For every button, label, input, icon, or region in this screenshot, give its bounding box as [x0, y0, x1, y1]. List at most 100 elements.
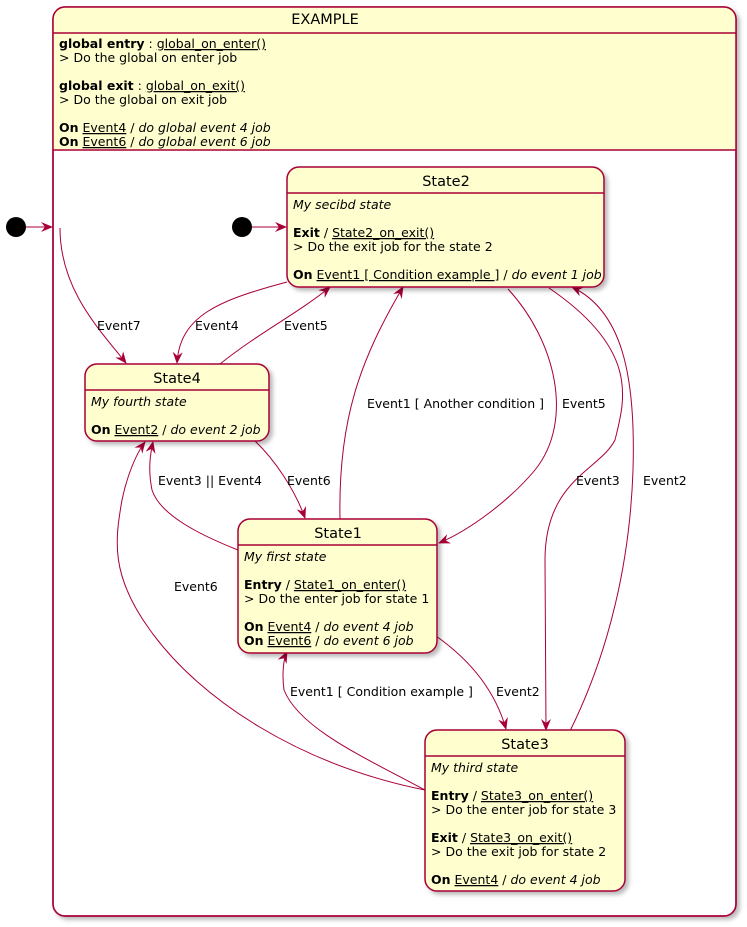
edge-state2-to-state1	[438, 288, 557, 544]
state1-on6-event: Event6	[268, 633, 312, 648]
state4-on-sep: /	[162, 422, 167, 437]
label-state4-to-state2: Event5	[284, 318, 328, 333]
label-state1-to-state3: Event2	[496, 684, 540, 699]
state1-box[interactable]: State1 My first state Entry / State1_on_…	[237, 518, 438, 654]
state4-on-event: Event2	[115, 422, 159, 437]
outer-initial-state[interactable]	[6, 217, 26, 237]
global-on6-event: Event6	[83, 134, 127, 149]
state2-exit-action: State2_on_exit()	[332, 225, 434, 240]
state2-on-keyword: On	[293, 267, 313, 282]
state3-desc: My third state	[431, 760, 518, 775]
state3-entry-keyword: Entry	[431, 788, 469, 803]
state2-exit-desc: > Do the exit job for the state 2	[293, 239, 493, 254]
state3-box[interactable]: State3 My third state Entry / State3_on_…	[424, 729, 626, 892]
edge-state3-to-state1	[277, 651, 426, 791]
state3-exit-keyword: Exit	[431, 830, 458, 845]
state1-on4-event: Event4	[268, 619, 312, 634]
global-exit-sep: :	[138, 78, 142, 93]
svg-text:Entry / State1_o: Entry / State1_on_enter()	[244, 577, 406, 592]
state1-title: State1	[314, 526, 362, 542]
edge-state1-to-state2	[339, 286, 404, 520]
global-on4-sep: /	[130, 120, 135, 135]
global-on6-keyword: On	[59, 134, 79, 149]
composite-title: EXAMPLE	[291, 12, 359, 28]
state4-box[interactable]: State4 My fourth state On Event2 / do ev…	[84, 363, 270, 442]
edge-state4-to-state1	[254, 440, 307, 519]
label-state2-to-state4: Event4	[195, 318, 239, 333]
svg-text:On Event4 /: On Event4 / do event 4 job	[244, 619, 414, 634]
global-exit-action: global_on_exit()	[146, 78, 245, 93]
state2-on-job: do event 1 job	[512, 267, 602, 282]
state1-entry-keyword: Entry	[244, 577, 282, 592]
state3-exit-desc: > Do the exit job for state 2	[431, 844, 606, 859]
edge-state1-to-state3	[435, 635, 508, 730]
label-init-to-state4: Event7	[97, 318, 141, 333]
global-on4-event: Event4	[83, 120, 127, 135]
state4-on-job: do event 2 job	[170, 422, 260, 437]
label-state1-to-state4: Event3 || Event4	[158, 473, 262, 488]
state3-on-keyword: On	[431, 872, 451, 887]
edge-state4-to-state2	[219, 286, 331, 365]
edge-state2-to-state4	[172, 281, 288, 364]
state3-on-job: do event 4 job	[510, 872, 600, 887]
svg-text:On Event4 /: On Event4 / do event 4 job	[431, 872, 601, 887]
label-state2-to-state1: Event5	[562, 396, 606, 411]
state2-on-event: Event1 [ Condition example ]	[317, 267, 500, 282]
global-on6-job: do global event 6 job	[138, 134, 270, 149]
state2-on-sep: /	[503, 267, 508, 282]
svg-text:Exit / State3_on: Exit / State3_on_exit()	[431, 830, 572, 845]
edge-state2-to-state3	[540, 287, 624, 731]
inner-initial-state[interactable]	[232, 217, 252, 237]
global-on4-keyword: On	[59, 120, 79, 135]
transitions	[59, 227, 634, 791]
global-entry-keyword: global entry	[59, 36, 145, 51]
state3-entry-sep: /	[473, 788, 478, 803]
state4-on-keyword: On	[91, 422, 111, 437]
svg-text:Entry / State3_o: Entry / State3_on_enter()	[431, 788, 593, 803]
edge-state3-to-state2	[569, 286, 634, 732]
global-on6-sep: /	[130, 134, 135, 149]
state1-on6-sep: /	[315, 633, 320, 648]
state2-desc: My secibd state	[293, 197, 392, 212]
state3-exit-action: State3_on_exit()	[470, 830, 572, 845]
label-state3-to-state1: Event1 [ Condition example ]	[290, 684, 473, 699]
state3-title: State3	[501, 737, 549, 753]
edge-state1-to-state4	[145, 441, 239, 551]
global-on4-job: do global event 4 job	[138, 120, 270, 135]
global-entry-desc: > Do the global on enter job	[59, 50, 237, 65]
global-exit-keyword: global exit	[59, 78, 134, 93]
global-entry-action: global_on_enter()	[157, 36, 266, 51]
edge-init-to-state4	[59, 227, 127, 364]
state2-box[interactable]: State2 My secibd state Exit / State2_on_…	[286, 166, 605, 288]
label-state4-to-state1: Event6	[287, 473, 331, 488]
svg-text:On Event1 [ Condition e: On Event1 [ Condition example ] / do eve…	[293, 267, 602, 282]
state1-on4-job: do event 4 job	[323, 619, 413, 634]
svg-text:Exit / State2_on: Exit / State2_on_exit()	[293, 225, 434, 240]
svg-text:global exit : gl: global exit : global_on_exit()	[59, 78, 245, 93]
label-state3-to-state4: Event6	[174, 579, 218, 594]
svg-text:On Event6 /: On Event6 / do global event 6 job	[59, 134, 271, 149]
state1-on4-sep: /	[315, 619, 320, 634]
state3-on-sep: /	[502, 872, 507, 887]
state4-desc: My fourth state	[91, 394, 187, 409]
svg-text:On Event2 /: On Event2 / do event 2 job	[91, 422, 261, 437]
state3-on-event: Event4	[455, 872, 499, 887]
state3-exit-sep: /	[462, 830, 467, 845]
state1-entry-desc: > Do the enter job for state 1	[244, 591, 429, 606]
edge-state3-to-state4	[116, 441, 426, 791]
svg-text:On Event6 /: On Event6 / do event 6 job	[244, 633, 414, 648]
state1-desc: My first state	[244, 549, 327, 564]
label-state1-to-state2: Event1 [ Another condition ]	[367, 396, 544, 411]
label-state2-to-state3: Event3	[576, 473, 620, 488]
global-entry-sep: :	[149, 36, 153, 51]
state2-exit-sep: /	[324, 225, 329, 240]
state2-exit-keyword: Exit	[293, 225, 320, 240]
state1-entry-sep: /	[286, 577, 291, 592]
state3-entry-desc: > Do the enter job for state 3	[431, 802, 616, 817]
state1-on6-job: do event 6 job	[323, 633, 413, 648]
state2-title: State2	[422, 174, 470, 190]
state1-on4-keyword: On	[244, 619, 264, 634]
global-exit-desc: > Do the global on exit job	[59, 92, 227, 107]
state1-on6-keyword: On	[244, 633, 264, 648]
